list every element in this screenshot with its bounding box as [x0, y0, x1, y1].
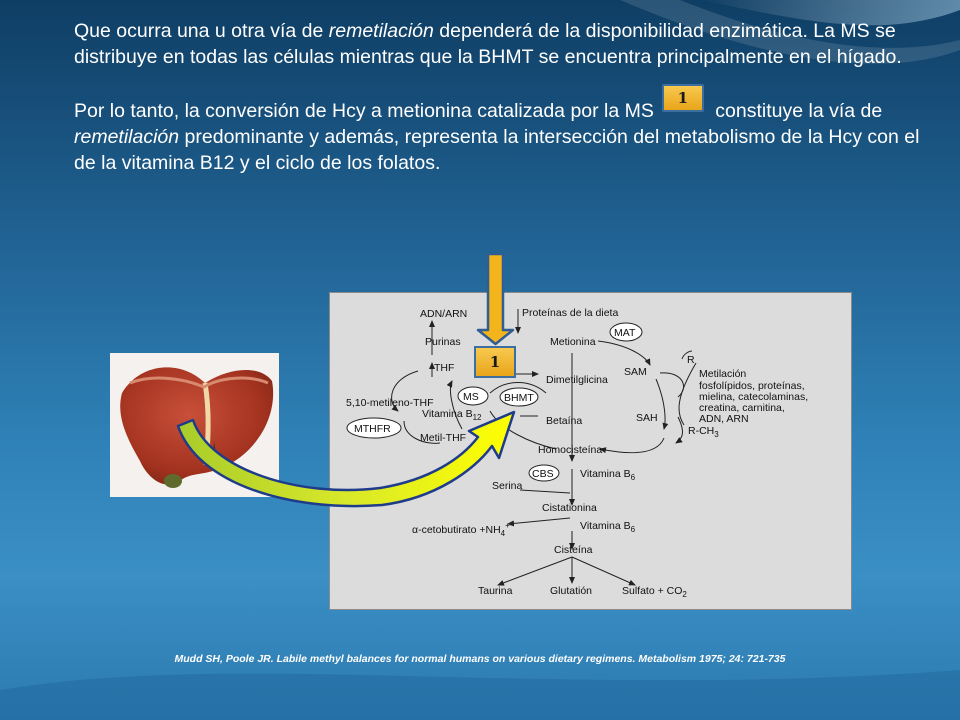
p1-emphasis: remetilación — [328, 20, 434, 42]
label-metilacion-3: creatina, carnitina, — [699, 402, 785, 414]
label-vitamina-b6-b: Vitamina B6 — [580, 520, 636, 534]
label-vitamina-b6-a: Vitamina B6 — [580, 468, 636, 482]
label-homocisteina: Homocisteína — [538, 444, 602, 456]
p2-text-b: constituye la vía de — [709, 100, 883, 122]
label-metil-thf: Metil-THF — [420, 432, 466, 444]
figure-badge-1[interactable]: 1 — [474, 346, 516, 378]
label-r: R — [687, 354, 695, 366]
label-sulfato-co2: Sulfato + CO2 — [622, 585, 687, 599]
p2-text-c: predominante y además, representa la int… — [74, 126, 920, 174]
label-cisteina: Cisteína — [554, 544, 593, 556]
label-dimetilglicina: Dimetilglicina — [546, 374, 608, 386]
label-serina: Serina — [492, 480, 523, 492]
label-betaina: Betaína — [546, 415, 582, 427]
label-metilacion-2: mielina, catecolaminas, — [699, 391, 808, 403]
label-sah: SAH — [636, 412, 658, 424]
label-metilacion-0: Metilación — [699, 368, 746, 380]
label-metionina: Metionina — [550, 336, 596, 348]
enzyme-mat: MAT — [614, 327, 636, 339]
p2-emphasis: remetilación — [74, 126, 180, 148]
inline-badge-1[interactable]: 1 — [661, 84, 704, 112]
paragraph-2: Por lo tanto, la conversión de Hcy a met… — [74, 84, 924, 176]
enzyme-cbs: CBS — [532, 468, 554, 480]
label-metilacion-4: ADN, ARN — [699, 413, 749, 425]
slide-text: Que ocurra una u otra vía de remetilació… — [74, 18, 924, 176]
liver-image — [110, 353, 279, 497]
metabolic-pathway-diagram: Proteínas de la dieta ADN/ARN Purinas TH… — [329, 292, 852, 610]
enzyme-mthfr: MTHFR — [354, 423, 391, 435]
label-thf: THF — [434, 362, 454, 374]
label-sam: SAM — [624, 366, 647, 378]
label-adn-arn: ADN/ARN — [420, 308, 467, 320]
label-cetobutirato: α-cetobutirato +NH4+ — [412, 521, 510, 538]
label-metilacion-1: fosfolípidos, proteínas, — [699, 380, 805, 392]
enzyme-bhmt: BHMT — [504, 392, 534, 404]
paragraph-1: Que ocurra una u otra vía de remetilació… — [74, 18, 924, 70]
label-vitamina-b12: Vitamina B12 — [422, 408, 482, 422]
pathway-svg: Proteínas de la dieta ADN/ARN Purinas TH… — [346, 307, 808, 599]
label-metileno-thf: 5,10-metileno-THF — [346, 397, 434, 409]
p1-text-a: Que ocurra una u otra vía de — [74, 20, 329, 42]
p2-text-a: Por lo tanto, la conversión de Hcy a met… — [74, 100, 654, 122]
enzyme-ms: MS — [463, 391, 479, 403]
label-proteinas: Proteínas de la dieta — [522, 307, 618, 319]
pathway-labels: Proteínas de la dieta ADN/ARN Purinas TH… — [346, 307, 808, 599]
label-r-ch3: R-CH3 — [688, 425, 719, 439]
citation: Mudd SH, Poole JR. Labile methyl balance… — [174, 653, 786, 665]
pathway-arrows — [391, 309, 697, 586]
label-cistationina: Cistationina — [542, 502, 597, 514]
liver-illustration — [120, 367, 274, 488]
label-glutation: Glutatión — [550, 585, 592, 597]
p1-text-b: dependerá de la disponibilidad enzimátic… — [74, 20, 902, 68]
label-purinas: Purinas — [425, 336, 461, 348]
label-taurina: Taurina — [478, 585, 513, 597]
inline-badge-slot: 1 — [654, 84, 710, 120]
